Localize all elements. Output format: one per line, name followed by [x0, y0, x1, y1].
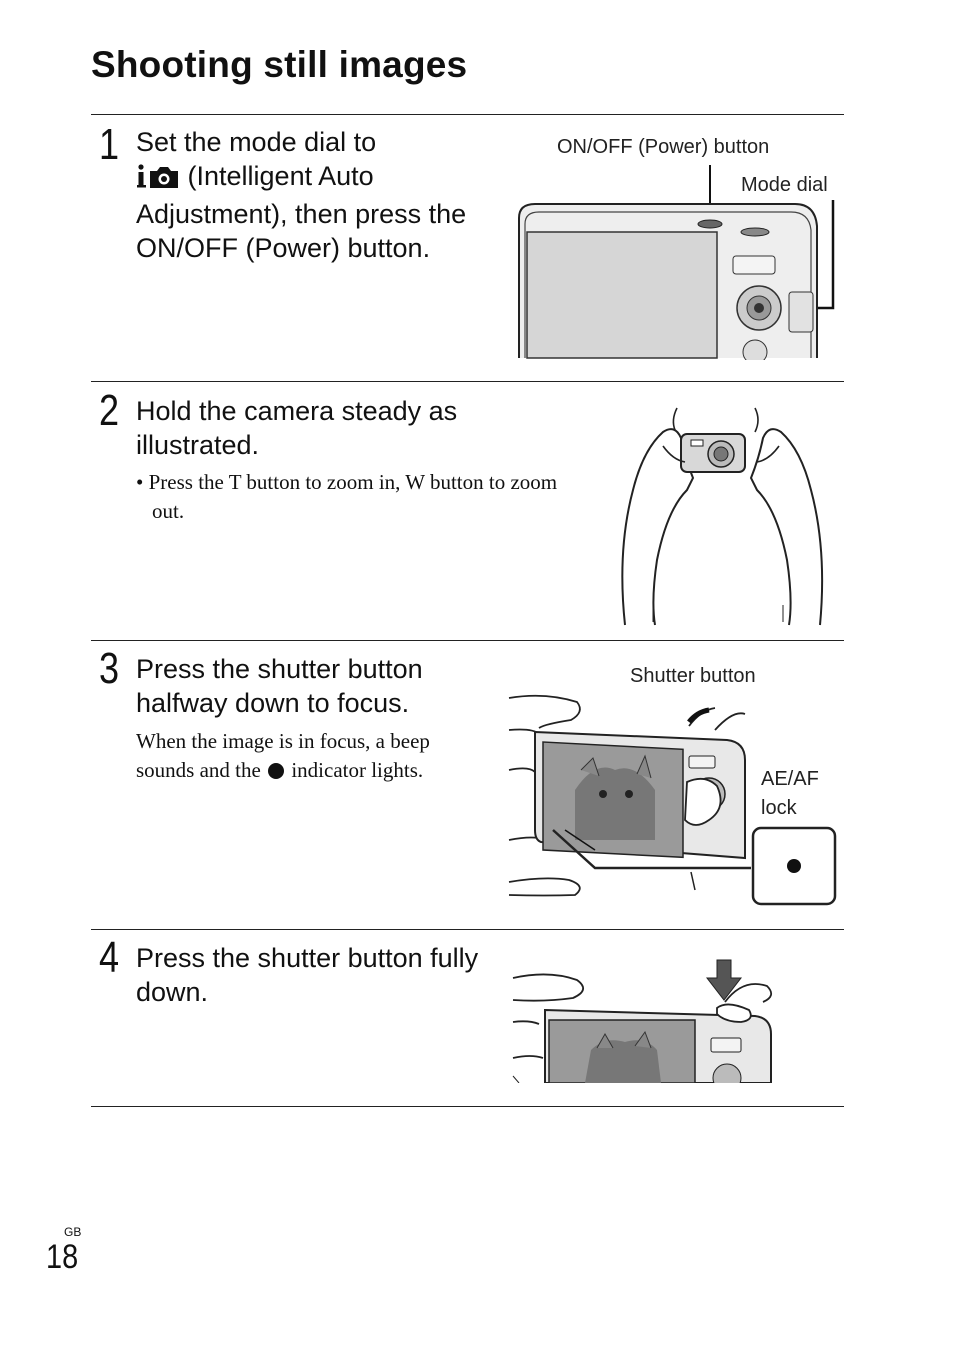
camera-top-illustration — [518, 165, 835, 360]
step-3-body-text: When the image is in focus, a beep sound… — [136, 729, 430, 782]
step-3-heading: Press the shutter button halfway down to… — [136, 654, 423, 718]
ae-af-lock-label: AE/AF lock — [761, 768, 819, 819]
divider — [91, 114, 844, 115]
divider — [91, 381, 844, 382]
shutter-button-label: Shutter button — [630, 665, 756, 687]
page-title: Shooting still images — [91, 44, 468, 85]
step-1-heading-text: (Intelligent Auto Adjustment), then pres… — [136, 161, 467, 263]
step-3-body: When the image is in focus, a beep sound… — [136, 727, 486, 785]
language-tag: GB — [64, 1225, 82, 1239]
mode-dial-label: Mode dial — [741, 174, 828, 196]
step-number: 4 — [99, 933, 120, 982]
power-button-label: ON/OFF (Power) button — [557, 136, 770, 158]
step-3-body-text: indicator lights. — [291, 758, 424, 782]
step-number: 1 — [99, 120, 120, 169]
intelligent-auto-icon — [136, 163, 180, 197]
indicator-dot-icon — [268, 763, 285, 779]
page-number: 18 — [46, 1238, 79, 1276]
step-1-heading: Set the mode dial to (Intelligent Auto A… — [136, 125, 476, 265]
step-number: 2 — [99, 386, 120, 435]
step-number: 3 — [99, 644, 120, 693]
step-4-heading: Press the shutter button fully down. — [136, 943, 479, 1007]
hands-holding-camera-illustration — [621, 407, 824, 626]
camera-full-press-illustration — [512, 959, 773, 1083]
divider — [91, 640, 844, 641]
step-2-bullet: • Press the T button to zoom in, W butto… — [136, 470, 558, 523]
step-2-heading: Hold the camera steady as illustrated. — [136, 396, 458, 460]
divider — [91, 1106, 844, 1107]
camera-halfway-press-illustration — [508, 694, 837, 906]
step-1-heading-text: Set the mode dial to — [136, 127, 377, 157]
divider — [91, 929, 844, 930]
